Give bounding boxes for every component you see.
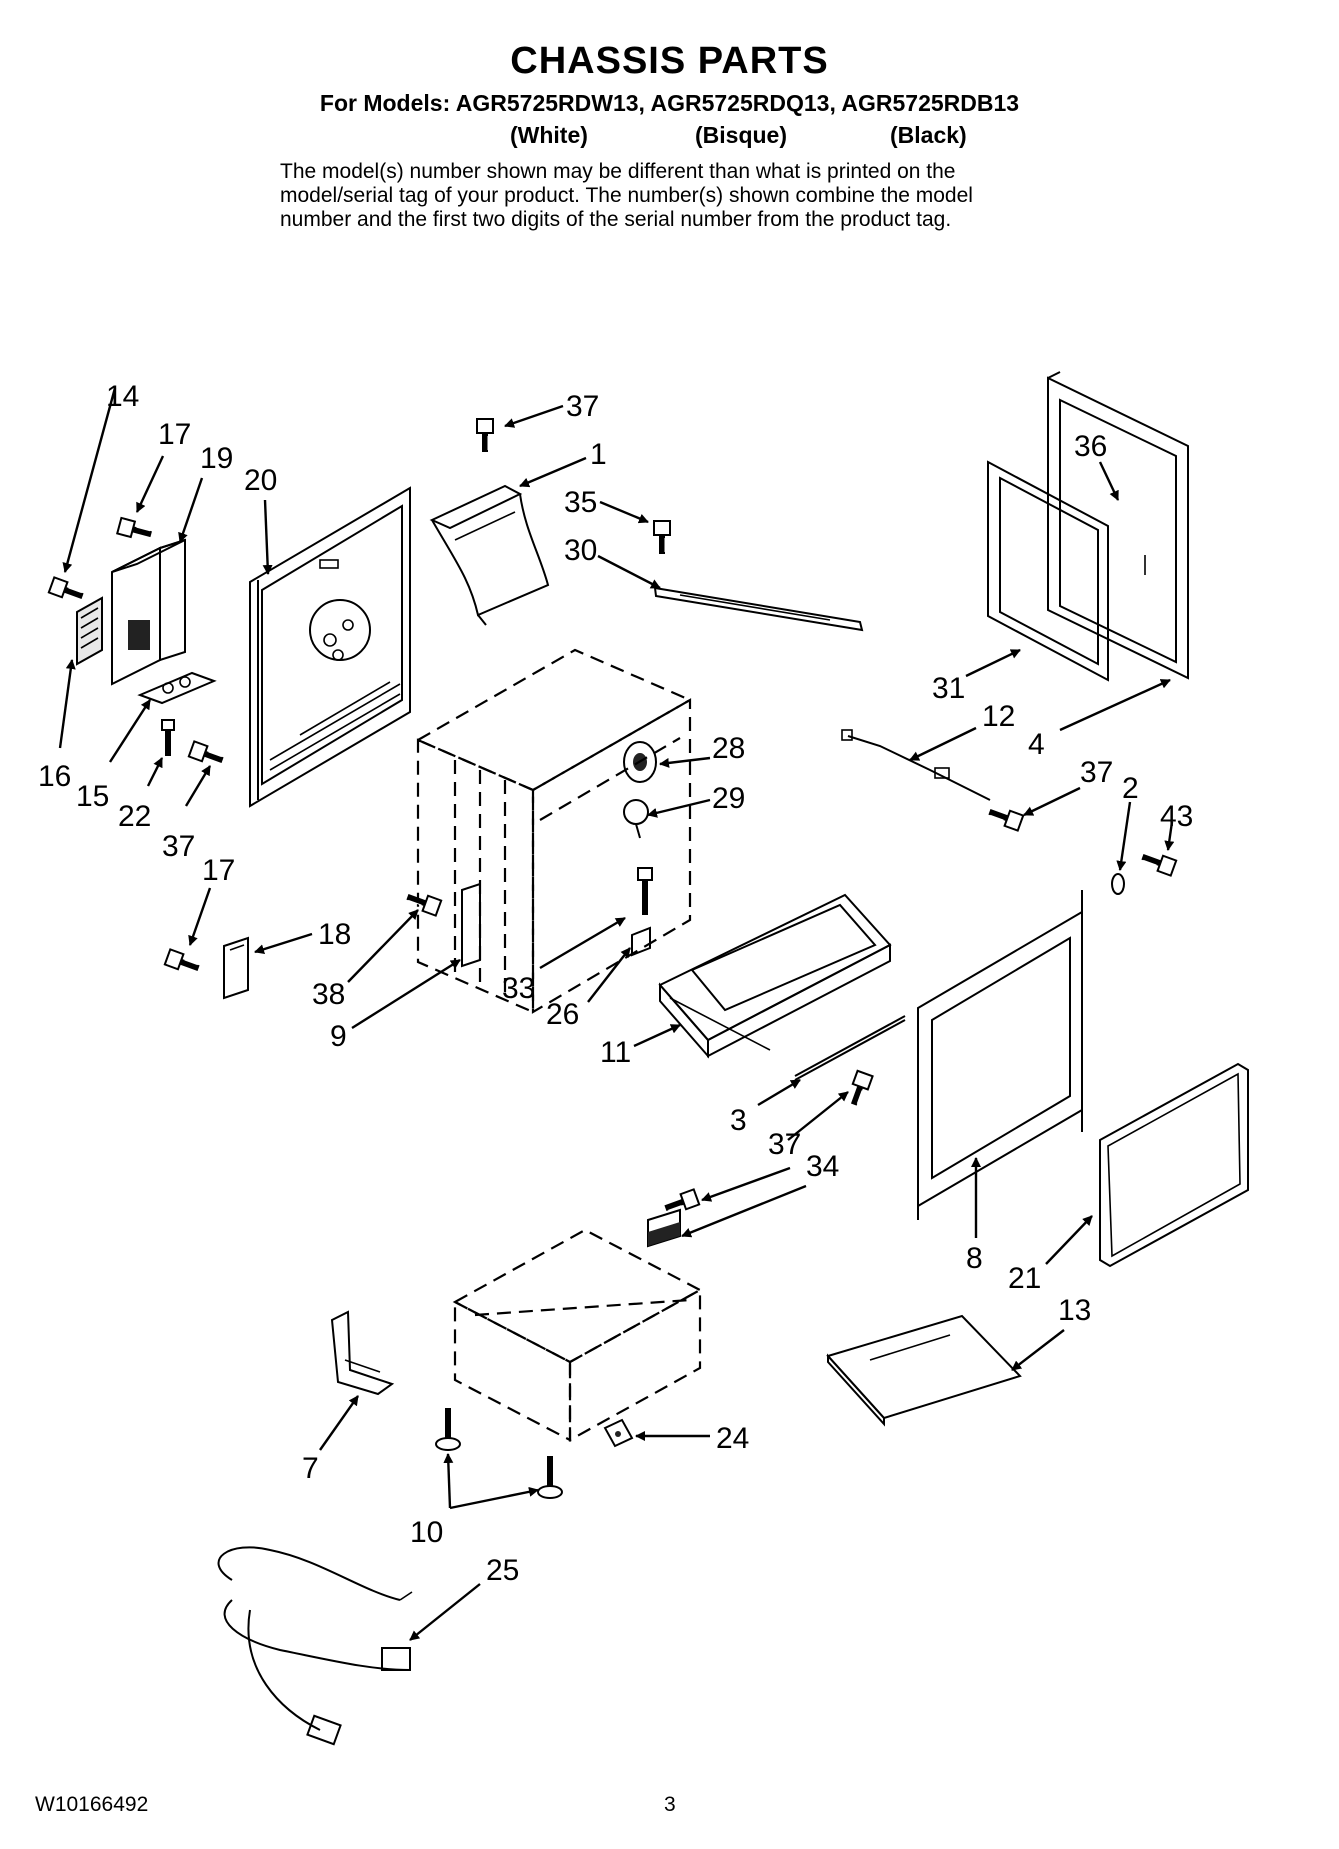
callout-38: 38: [312, 978, 345, 1011]
part-3-rod: [794, 1015, 906, 1081]
callout-37-right: 37: [1080, 756, 1113, 789]
part-22-bolt: [161, 719, 175, 756]
callout-labels: 14 17 19 20 16 15 22 37 37 1 35 30 36 31…: [38, 380, 1193, 1587]
callout-13: 13: [1058, 1294, 1091, 1327]
disclaimer-line-3: number and the first two digits of the s…: [280, 208, 952, 231]
callout-9: 9: [330, 1020, 347, 1053]
part-29-plug: [623, 799, 649, 839]
callout-17-upper: 17: [158, 418, 191, 451]
callout-1: 1: [590, 438, 607, 471]
part-11-tray: [658, 893, 892, 1059]
callout-17-lower: 17: [202, 854, 235, 887]
part-37-screw-top: [477, 419, 493, 452]
part-37-screw-rear: [189, 741, 225, 767]
callout-8: 8: [966, 1242, 983, 1275]
callout-30: 30: [564, 534, 597, 567]
callout-15: 15: [76, 780, 109, 813]
callout-24: 24: [716, 1422, 749, 1455]
part-37-screw-mid: [846, 1071, 872, 1107]
model-disclaimer: The model(s) number shown may be differe…: [280, 160, 1080, 232]
part-17-screw-lower: [165, 949, 201, 975]
part-18-clip: [223, 936, 249, 1000]
part-26-bolt: [631, 867, 653, 957]
callout-31: 31: [932, 672, 965, 705]
part-30-rod: [653, 586, 864, 632]
callout-43: 43: [1160, 800, 1193, 833]
callout-14: 14: [106, 380, 139, 413]
part-31-door-frame: [987, 460, 1109, 682]
part-17-screw-upper: [117, 518, 153, 542]
callout-12: 12: [982, 700, 1015, 733]
part-37-screw-right: [987, 804, 1023, 830]
document-number: W10166492: [35, 1793, 149, 1816]
part-8-front-frame: [917, 890, 1083, 1220]
disclaimer-line-1: The model(s) number shown may be differe…: [280, 160, 956, 183]
callout-7: 7: [302, 1452, 319, 1485]
part-35-screw: [654, 521, 670, 554]
callout-34: 34: [806, 1150, 839, 1183]
part-19-terminal-block-cover: [111, 538, 186, 686]
callout-29: 29: [712, 782, 745, 815]
callout-10: 10: [410, 1516, 443, 1549]
callout-22: 22: [118, 800, 151, 833]
part-36-door-panel: [1047, 371, 1189, 680]
color-black: (Black): [890, 122, 967, 148]
part-2-washer: [1111, 873, 1125, 895]
callout-11: 11: [600, 1036, 631, 1069]
part-12-wire: [841, 729, 991, 801]
part-10-leveling-leg-right: [537, 1456, 563, 1499]
part-43-screw: [1140, 849, 1176, 875]
part-34-pad: [647, 1208, 681, 1248]
callout-35: 35: [564, 486, 597, 519]
page-title: CHASSIS PARTS: [510, 40, 829, 82]
part-38-screw: [405, 889, 441, 915]
callout-37-top: 37: [566, 390, 599, 423]
leader-lines: [58, 387, 1175, 1641]
callout-3: 3: [730, 1104, 747, 1137]
part-21-gasket: [1099, 1062, 1249, 1268]
part-13-drawer-bottom: [826, 1314, 1022, 1427]
part-1-vent-duct: [429, 484, 550, 626]
part-9-bracket: [461, 882, 481, 968]
callout-25: 25: [486, 1554, 519, 1587]
callout-28: 28: [712, 732, 745, 765]
part-24-nut: [603, 1418, 634, 1448]
models-line: For Models: AGR5725RDW13, AGR5725RDQ13, …: [319, 90, 1020, 116]
part-7-bracket: [330, 1310, 395, 1396]
callout-36: 36: [1074, 430, 1107, 463]
page-number: 3: [664, 1793, 676, 1816]
color-bisque: (Bisque): [695, 122, 787, 148]
part-15-plate: [137, 671, 217, 705]
part-10-leveling-leg-left: [435, 1408, 461, 1451]
callout-20: 20: [244, 464, 277, 497]
part-16-screw: [49, 577, 85, 603]
callout-16: 16: [38, 760, 71, 793]
part-25-power-cord: [217, 1546, 413, 1746]
callout-19: 19: [200, 442, 233, 475]
callout-37-rear: 37: [162, 830, 195, 863]
color-white: (White): [510, 122, 588, 148]
callout-2: 2: [1122, 772, 1139, 805]
oven-cavity-outline: [415, 648, 693, 1014]
callout-26: 26: [546, 998, 579, 1031]
callout-33: 33: [502, 972, 535, 1005]
part-14-vent-label: [76, 596, 103, 666]
callout-37-mid: 37: [768, 1128, 801, 1161]
disclaimer-line-2: model/serial tag of your product. The nu…: [280, 184, 973, 207]
callout-18: 18: [318, 918, 351, 951]
drawer-box-outline: [452, 1228, 703, 1442]
callout-4: 4: [1028, 728, 1045, 761]
callout-21: 21: [1008, 1262, 1041, 1295]
part-20-rear-panel: [249, 486, 411, 808]
